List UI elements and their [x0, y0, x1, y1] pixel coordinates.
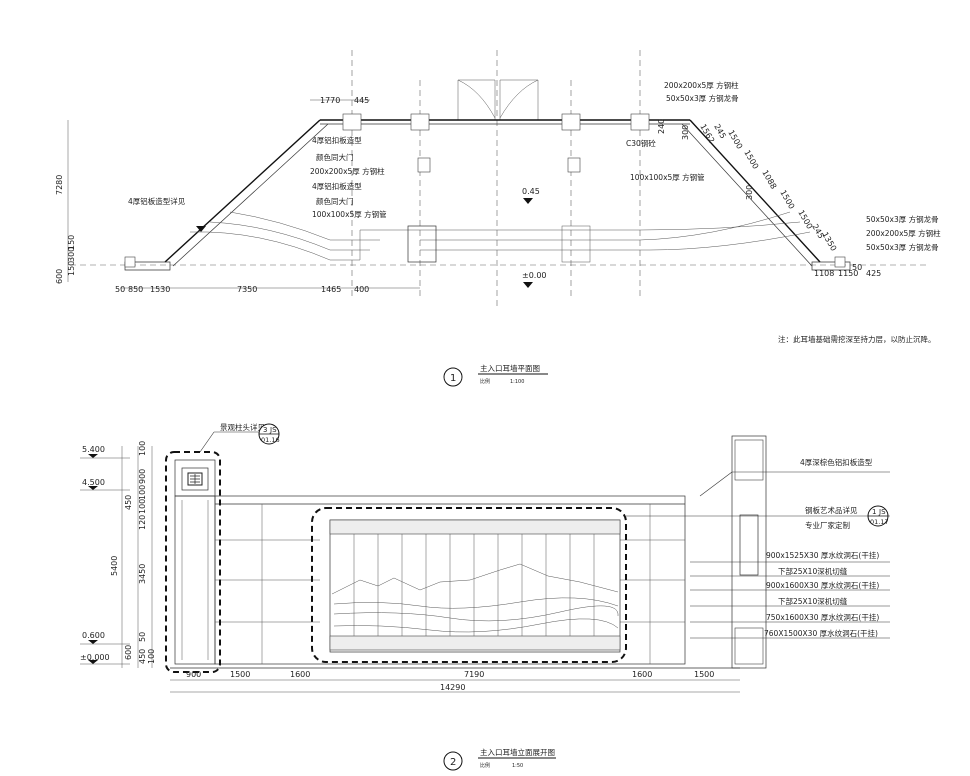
- elev-total: 14290: [440, 683, 465, 692]
- elev-level-1: 5.400: [82, 445, 105, 454]
- elev-title-circle: [443, 751, 463, 771]
- plan-callout-6: 100x100x5厚 方钢管: [312, 209, 387, 219]
- plan-title-circle: [443, 367, 463, 387]
- plan-level-1: 0.45: [522, 187, 540, 196]
- elev-note-8: 750x1600X30 厚水纹洞石(干挂): [766, 612, 879, 622]
- plan-callout-4mm: 4厚铝板造型详见: [128, 196, 186, 206]
- elev-dim-l3: 100: [138, 485, 147, 500]
- elev-ref-right-num: 1: [872, 508, 876, 516]
- elev-dim-l2: 900: [138, 469, 147, 484]
- plan-callout-3: 200x200x5厚 方钢柱: [310, 166, 385, 176]
- elev-note-4: 900x1525X30 厚水纹洞石(干挂): [766, 550, 879, 560]
- elev-dim-l6: 120: [138, 515, 147, 530]
- elev-note-9: 760X1500X30 厚水纹洞石(干挂): [764, 628, 878, 638]
- elev-dim-l1: 100: [138, 441, 147, 456]
- plan-callout-r3: C30钢砼: [626, 138, 656, 148]
- elev-level-4: ±0.000: [80, 653, 110, 662]
- plan-dim-r11: 300: [681, 125, 690, 140]
- elev-number: 2: [450, 757, 456, 768]
- elev-dim-l11: 450: [138, 649, 147, 664]
- plan-dim-r13: 1108: [814, 269, 834, 278]
- elev-dim-l4: 450: [124, 495, 133, 510]
- plan-dim-r4: 1500: [742, 149, 760, 171]
- plan-dim-r9: 1350: [820, 231, 838, 253]
- elev-scale-value: 1:50: [512, 763, 523, 769]
- plan-callout-5: 颜色同大门: [316, 196, 354, 206]
- plan-callout-4: 4厚铝扣板造型: [312, 181, 362, 191]
- plan-dim-b6: 400: [354, 285, 369, 294]
- plan-dim-b1: 50: [115, 285, 125, 294]
- elev-dim-b3: 1600: [290, 670, 310, 679]
- plan-dim-top-2: 445: [354, 96, 369, 105]
- plan-dim-b4: 7350: [237, 285, 257, 294]
- plan-dim-r5: 1088: [760, 169, 778, 191]
- plan-callout-r4: 100x100x5厚 方钢管: [630, 172, 705, 182]
- plan-dim-b5: 1465: [321, 285, 341, 294]
- elevation-view: [80, 435, 767, 693]
- elev-dim-l10: 600: [124, 645, 133, 660]
- elev-dim-l5: 100: [138, 499, 147, 514]
- elev-dim-l9: 50: [138, 632, 147, 642]
- plan-callout-1: 4厚铝扣板造型: [312, 135, 362, 145]
- plan-dim-left-3: 150: [67, 261, 76, 276]
- plan-scale-label: 比例: [480, 378, 490, 385]
- elev-dim-l7: 5400: [110, 556, 119, 576]
- plan-callout-r2: 50x50x3厚 方钢龙骨: [666, 93, 739, 103]
- elev-note-2: 钢板艺术品详见: [805, 505, 858, 515]
- plan-dim-left-2: 600: [55, 269, 64, 284]
- elev-dim-l12: 100: [147, 649, 156, 664]
- elev-note-7: 下部25X10深机切缝: [778, 596, 848, 606]
- plan-dim-r14: 1150: [838, 269, 858, 278]
- plan-dim-left-5: 150: [67, 235, 76, 250]
- plan-level-2: ±0.00: [522, 271, 547, 280]
- plan-dim-r12: 300: [745, 185, 754, 200]
- elev-note-5: 下部25X10深机切缝: [778, 566, 848, 576]
- plan-dim-b3: 1530: [150, 285, 170, 294]
- elev-dim-b6: 1500: [694, 670, 714, 679]
- elev-ref-top-sheet: JS: [269, 426, 277, 434]
- plan-callout-fr2: 200x200x5厚 方钢柱: [866, 228, 941, 238]
- plan-dim-r3: 1500: [726, 129, 744, 151]
- elev-title: 主入口耳墙立面展开图: [480, 747, 555, 757]
- plan-number: 1: [450, 373, 456, 384]
- plan-dim-r10: 240: [657, 119, 666, 134]
- plan-title: 主入口耳墙平面图: [480, 363, 540, 373]
- plan-dim-b2: 850: [128, 285, 143, 294]
- elev-dim-b4: 7190: [464, 670, 484, 679]
- elev-note-3: 专业厂家定制: [805, 520, 850, 530]
- plan-dim-left-1: 7280: [55, 175, 64, 195]
- plan-dim-r15: 425: [866, 269, 881, 278]
- elev-note-6: 900x1600X30 厚水纹洞石(干挂): [766, 580, 879, 590]
- plan-callout-fr3: 50x50x3厚 方钢龙骨: [866, 242, 939, 252]
- plan-view: [67, 50, 930, 310]
- elev-dim-b1: 900: [186, 670, 201, 679]
- plan-callout-fr1: 50x50x3厚 方钢龙骨: [866, 214, 939, 224]
- plan-dim-r6: 1500: [778, 189, 796, 211]
- plan-dim-top-1: 1770: [320, 96, 340, 105]
- plan-note: 注：此耳墙基础需挖深至持力层，以防止沉降。: [778, 334, 936, 344]
- elev-level-2: 4.500: [82, 478, 105, 487]
- plan-dim-left-4: 300: [67, 247, 76, 262]
- elev-callout-top: 景观柱头详见: [220, 422, 265, 432]
- elev-dim-b5: 1600: [632, 670, 652, 679]
- elev-dim-l8: 3450: [138, 564, 147, 584]
- elev-dim-b2: 1500: [230, 670, 250, 679]
- elev-ref-right-page: 01.17: [870, 518, 889, 526]
- elev-note-1: 4厚深棕色铝扣板造型: [800, 457, 873, 467]
- elev-ref-top-page: 01.16: [261, 436, 280, 444]
- plan-callout-2: 颜色同大门: [316, 152, 354, 162]
- elev-scale-label: 比例: [480, 762, 490, 769]
- elev-level-3: 0.600: [82, 631, 105, 640]
- plan-scale-value: 1:100: [510, 379, 524, 385]
- plan-dim-r16: 50: [852, 263, 862, 272]
- elev-ref-right-sheet: JS: [878, 508, 886, 516]
- elev-ref-top-num: 3: [263, 426, 267, 434]
- plan-callout-r1: 200x200x5厚 方钢柱: [664, 80, 739, 90]
